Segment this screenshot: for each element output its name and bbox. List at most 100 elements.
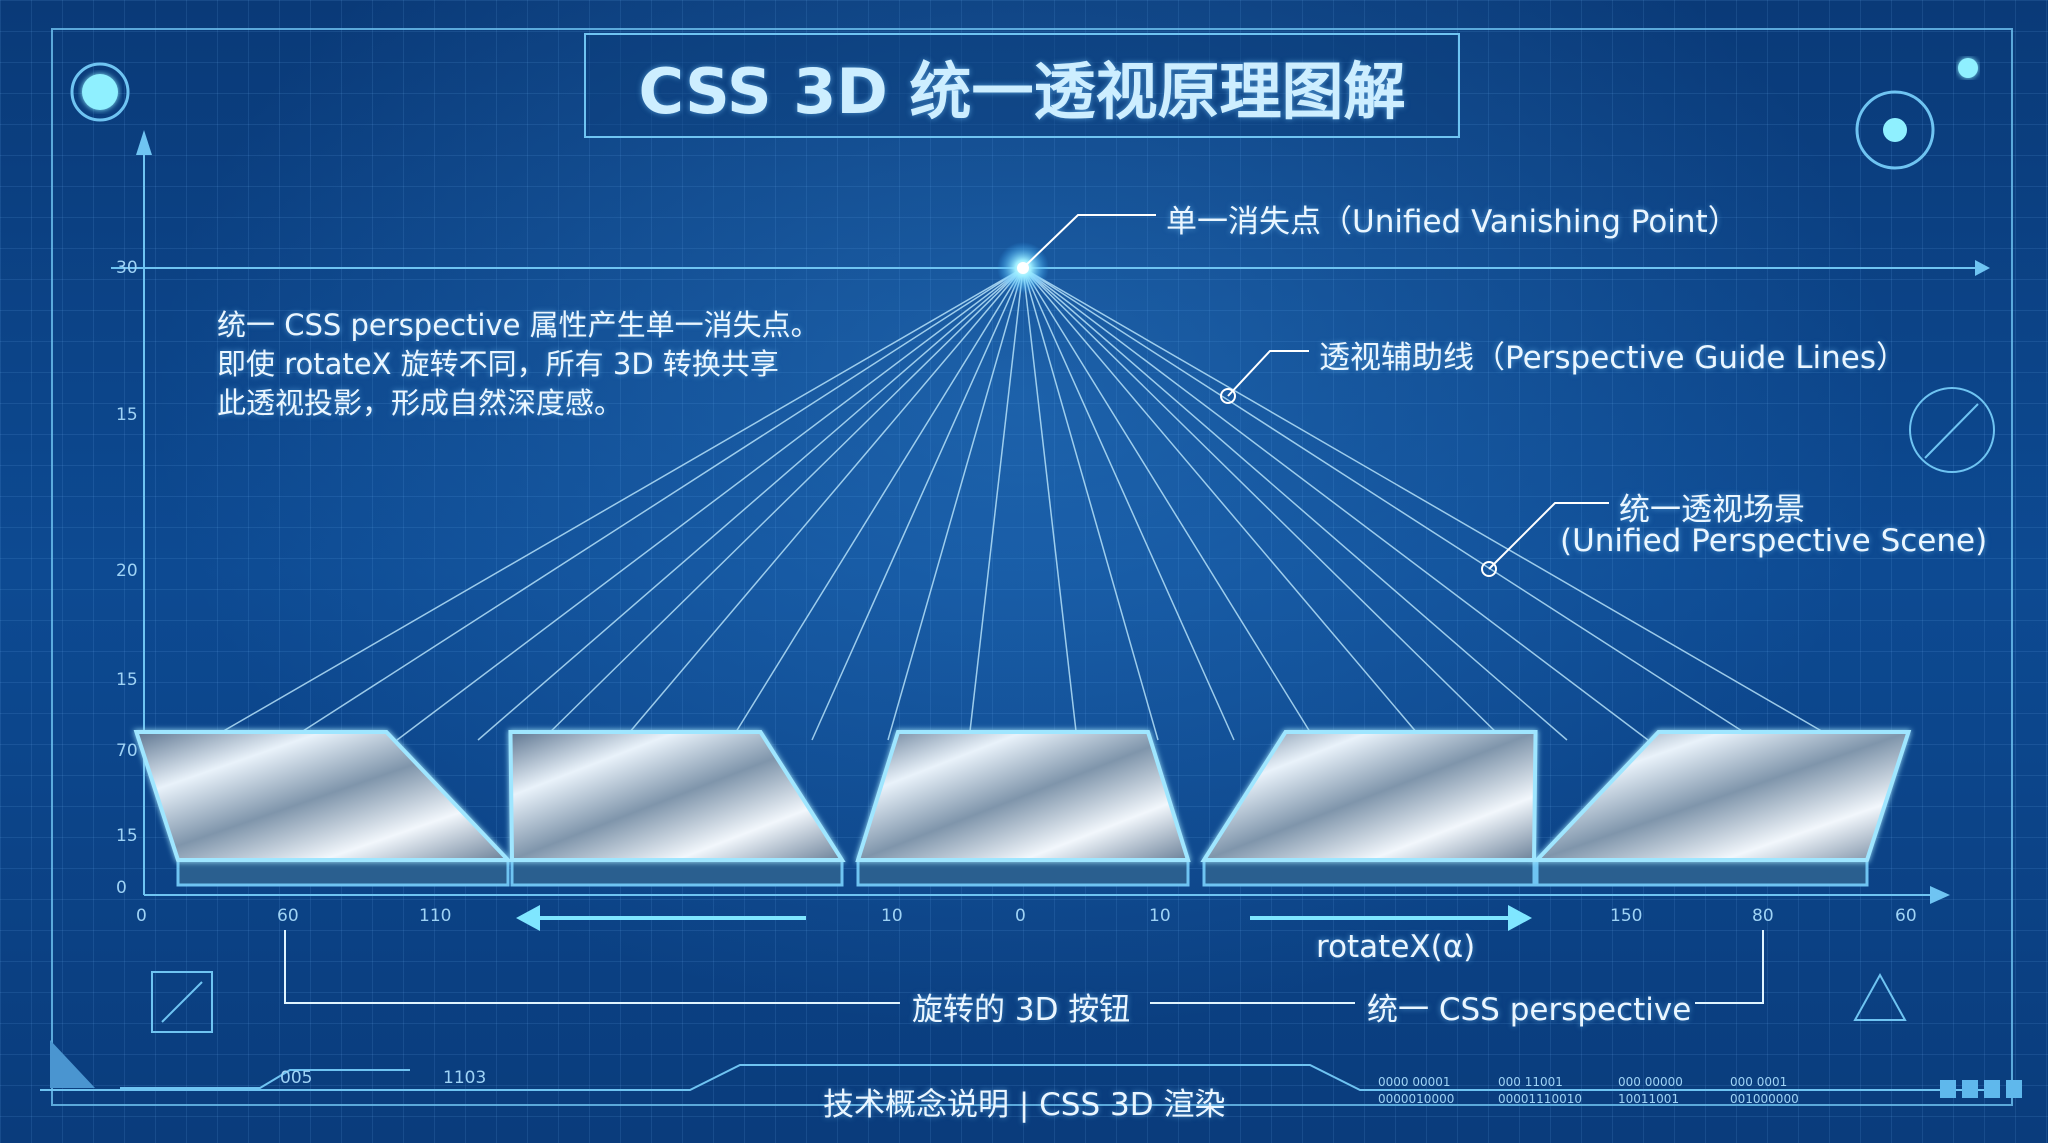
perspective-guide-line xyxy=(1022,267,1838,741)
hud-bar xyxy=(1984,1080,2000,1098)
perspective-guide-line xyxy=(730,267,1024,741)
button-side xyxy=(856,858,1190,887)
hud-code: 10011001 xyxy=(1618,1092,1680,1106)
scene-label-line2: (Unified Perspective Scene) xyxy=(1560,523,1988,559)
x-axis-tick: 10 xyxy=(881,906,903,926)
button-side xyxy=(1202,858,1536,887)
x-axis-tick: 10 xyxy=(1149,906,1171,926)
description-text: 统一 CSS perspective 属性产生单一消失点。 即使 rotateX… xyxy=(217,306,820,423)
hud-code: 005 xyxy=(280,1068,313,1088)
hud-code: 0000010000 xyxy=(1378,1092,1455,1106)
hud-bar xyxy=(1940,1080,1956,1098)
hud-code: 1103 xyxy=(443,1068,487,1088)
x-axis-tick: 110 xyxy=(419,906,452,926)
description-line: 统一 CSS perspective 属性产生单一消失点。 xyxy=(217,308,820,342)
callout-leader xyxy=(1227,350,1309,397)
guide-lines-label: 透视辅助线（Perspective Guide Lines） xyxy=(1319,340,1908,376)
y-axis-tick: 15 xyxy=(116,670,138,690)
arrow-icon xyxy=(1930,886,1950,904)
rotated-3d-button xyxy=(855,730,1191,862)
hud-trace xyxy=(120,1069,410,1089)
bracket-label-buttons: 旋转的 3D 按钮 xyxy=(912,992,1131,1028)
description-line: 即使 rotateX 旋转不同，所有 3D 转换共享 xyxy=(217,347,779,381)
footer-text: 技术概念说明 | CSS 3D 渲染 xyxy=(823,1087,1226,1123)
perspective-guide-line xyxy=(1022,267,1757,741)
callout-leader xyxy=(1022,214,1156,269)
hud-code: 000 11001 xyxy=(1498,1075,1563,1089)
callout-dot xyxy=(1481,561,1497,577)
rotated-3d-button xyxy=(1200,730,1538,862)
perspective-guide-line xyxy=(887,267,1024,741)
arrow-right-icon xyxy=(1508,905,1532,931)
compass-icon xyxy=(1909,387,1995,473)
bracket-label-perspective: 统一 CSS perspective xyxy=(1367,992,1692,1028)
target-dot-icon xyxy=(1883,118,1907,142)
triangle-icon xyxy=(1853,972,1907,1021)
vanishing-point-label: 单一消失点（Unified Vanishing Point） xyxy=(1166,204,1739,240)
footer-frame xyxy=(40,1064,2000,1091)
hud-node-icon xyxy=(1958,58,1978,78)
perspective-guide-line xyxy=(1022,267,1159,741)
rotated-3d-button xyxy=(133,730,513,862)
x-axis-tick: 60 xyxy=(1895,906,1917,926)
hud-bar xyxy=(2006,1080,2022,1098)
expand-icon-line xyxy=(161,981,203,1023)
perspective-guide-line xyxy=(811,267,1024,741)
perspective-guide-line xyxy=(1022,267,1568,741)
hud-code: 001000000 xyxy=(1730,1092,1799,1106)
target-ring-icon xyxy=(1855,90,1935,170)
x-axis-tick: 0 xyxy=(1015,906,1026,926)
perspective-guide-line xyxy=(1022,267,1649,741)
callout-dot xyxy=(1220,388,1236,404)
scene-label-line1: 统一透视场景 xyxy=(1619,492,1805,528)
arrow-icon xyxy=(1975,260,1990,276)
compass-needle xyxy=(1924,403,1979,459)
hud-corner-icon xyxy=(50,1040,95,1088)
hud-bar xyxy=(1962,1080,1978,1098)
arrow-left-icon xyxy=(516,905,540,931)
y-axis-tick: 70 xyxy=(116,741,138,761)
hud-code: 0000 00001 xyxy=(1378,1075,1451,1089)
button-side xyxy=(176,858,510,887)
rotated-3d-button xyxy=(1532,730,1912,862)
y-axis-tick: 15 xyxy=(116,826,138,846)
bracket-line xyxy=(284,930,900,1004)
perspective-guide-line xyxy=(968,267,1024,741)
diagram-title: CSS 3D 统一透视原理图解 xyxy=(584,33,1460,138)
y-axis-tick: 0 xyxy=(116,878,127,898)
description-line: 此透视投影，形成自然深度感。 xyxy=(217,386,624,420)
rotated-3d-button xyxy=(508,730,846,862)
y-axis-tick: 20 xyxy=(116,561,138,581)
perspective-guide-line xyxy=(1022,267,1424,741)
x-axis-tick: 80 xyxy=(1752,906,1774,926)
arrow-icon xyxy=(136,130,152,155)
hud-code: 000 00000 xyxy=(1618,1075,1683,1089)
hud-code: 00001110010 xyxy=(1498,1092,1582,1106)
perspective-guide-line xyxy=(396,267,1024,741)
bracket-line xyxy=(1695,930,1764,1004)
perspective-guide-line xyxy=(622,267,1024,741)
button-side xyxy=(510,858,844,887)
hud-code: 000 0001 xyxy=(1730,1075,1788,1089)
perspective-guide-line xyxy=(1022,267,1316,741)
perspective-guide-line xyxy=(1022,267,1235,741)
rotate-label: rotateX(α) xyxy=(1316,929,1476,965)
hud-ring-icon xyxy=(70,62,130,122)
perspective-guide-line xyxy=(207,267,1024,741)
expand-icon xyxy=(151,971,213,1033)
callout-leader xyxy=(1488,502,1609,570)
x-axis-tick: 60 xyxy=(277,906,299,926)
y-axis-tick: 30 xyxy=(116,258,138,278)
outer-frame xyxy=(51,28,2013,1106)
perspective-guide-line xyxy=(1022,267,1078,741)
perspective-guide-line xyxy=(477,267,1024,741)
y-axis-tick: 15 xyxy=(116,405,138,425)
button-side xyxy=(1535,858,1869,887)
hud-node-icon xyxy=(82,74,118,110)
perspective-guide-line xyxy=(288,267,1024,741)
x-axis-tick: 0 xyxy=(136,906,147,926)
x-axis-tick: 150 xyxy=(1610,906,1643,926)
perspective-guide-line xyxy=(1022,267,1505,741)
